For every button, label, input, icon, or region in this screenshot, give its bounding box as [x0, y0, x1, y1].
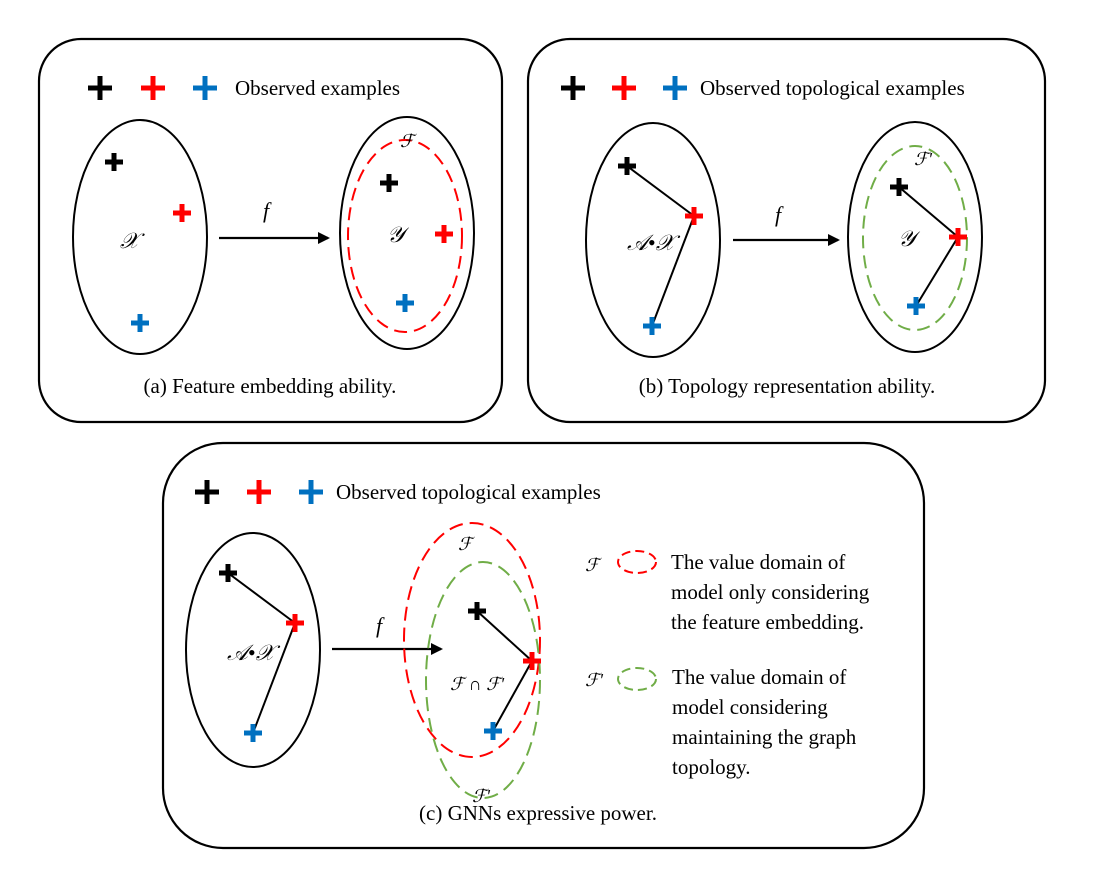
graph-edge: [626, 165, 695, 217]
graph-edge: [252, 622, 296, 734]
key-line: The value domain of: [672, 665, 846, 689]
mapping-label: f: [263, 198, 272, 223]
caption-a: (a) Feature embedding ability.: [144, 374, 397, 398]
node-black-icon: [219, 564, 237, 582]
key-line: model only considering: [671, 580, 870, 604]
legend-a-text: Observed examples: [235, 76, 400, 100]
graph-edge: [476, 610, 533, 662]
topology-domain-dashed-ellipse: [425, 561, 541, 799]
key-symbol: ℱ': [585, 670, 604, 690]
key-line: model considering: [672, 695, 828, 719]
plus-black-icon: [195, 480, 219, 504]
plus-red-icon: [247, 480, 271, 504]
caption-c: (c) GNNs expressive power.: [419, 801, 657, 825]
plus-blue-icon: [663, 76, 687, 100]
legend-c-text: Observed topological examples: [336, 480, 601, 504]
output-space-label: 𝒴: [898, 226, 921, 251]
key-topology-domain: ℱ' The value domain of model considering…: [585, 665, 857, 779]
node-blue-icon: [244, 724, 262, 742]
input-space-ellipse: [585, 122, 721, 358]
feature-domain-dashed-ellipse: [347, 139, 463, 333]
intersection-label: ℱ ∩ ℱ': [450, 674, 505, 694]
graph-edge: [227, 572, 296, 624]
output-space-ellipse: [847, 121, 983, 353]
plus-black-icon: [88, 76, 112, 100]
node-black-icon: [380, 174, 398, 192]
plus-red-icon: [141, 76, 165, 100]
input-space-label: 𝒜•𝒳: [227, 640, 281, 665]
mapping-label: f: [376, 613, 385, 638]
plus-blue-icon: [299, 480, 323, 504]
graph-edge: [651, 215, 695, 327]
graph-edge: [915, 236, 959, 307]
panel-b: Observed topological examples 𝒜•𝒳 f ℱ' 𝒴…: [526, 37, 1047, 424]
plus-blue-icon: [193, 76, 217, 100]
graph-edge: [492, 660, 533, 732]
node-red-icon: [435, 225, 453, 243]
panel-a-frame: [37, 37, 504, 424]
feature-domain-label: ℱ: [458, 534, 475, 554]
node-blue-icon: [396, 294, 414, 312]
legend-b: Observed topological examples: [561, 76, 965, 100]
node-red-icon: [286, 614, 304, 632]
input-space-ellipse: [185, 532, 321, 768]
key-line: topology.: [672, 755, 751, 779]
input-space-label: 𝒜•𝒳: [627, 230, 681, 255]
feature-domain-label: ℱ: [400, 131, 417, 151]
node-black-icon: [618, 157, 636, 175]
caption-b: (b) Topology representation ability.: [639, 374, 936, 398]
plus-black-icon: [561, 76, 585, 100]
key-symbol: ℱ: [585, 555, 602, 575]
topology-domain-dashed-ellipse: [862, 145, 968, 331]
node-red-icon: [685, 207, 703, 225]
node-blue-icon: [907, 297, 925, 315]
topology-domain-label: ℱ': [472, 786, 491, 806]
key-feature-domain: ℱ The value domain of model only conside…: [585, 550, 870, 634]
key-line: the feature embedding.: [671, 610, 864, 634]
green-dashed-ellipse-icon: [617, 667, 657, 691]
node-black-icon: [105, 153, 123, 171]
input-space-label: 𝒳: [120, 228, 145, 253]
panel-c-frame: [161, 441, 926, 850]
output-space-label: 𝒴: [387, 222, 410, 247]
panel-c: Observed topological examples 𝒜•𝒳 f ℱ ℱ'…: [161, 441, 926, 850]
node-red-icon: [173, 204, 191, 222]
legend-a: Observed examples: [88, 76, 400, 100]
panel-a: Observed examples 𝒳 f ℱ 𝒴 (a) Feature em…: [37, 37, 504, 424]
graph-edge: [898, 186, 959, 238]
topology-domain-label: ℱ': [914, 149, 933, 169]
key-line: maintaining the graph: [672, 725, 857, 749]
mapping-label: f: [775, 202, 784, 227]
output-space-ellipse: [339, 116, 475, 350]
panel-b-frame: [526, 37, 1047, 424]
plus-red-icon: [612, 76, 636, 100]
legend-c: Observed topological examples: [195, 480, 601, 504]
node-blue-icon: [643, 317, 661, 335]
key-line: The value domain of: [671, 550, 845, 574]
node-blue-icon: [131, 314, 149, 332]
node-blue-icon: [484, 722, 502, 740]
legend-b-text: Observed topological examples: [700, 76, 965, 100]
feature-domain-dashed-ellipse: [403, 522, 541, 758]
input-space-ellipse: [72, 119, 208, 355]
red-dashed-ellipse-icon: [617, 550, 657, 574]
